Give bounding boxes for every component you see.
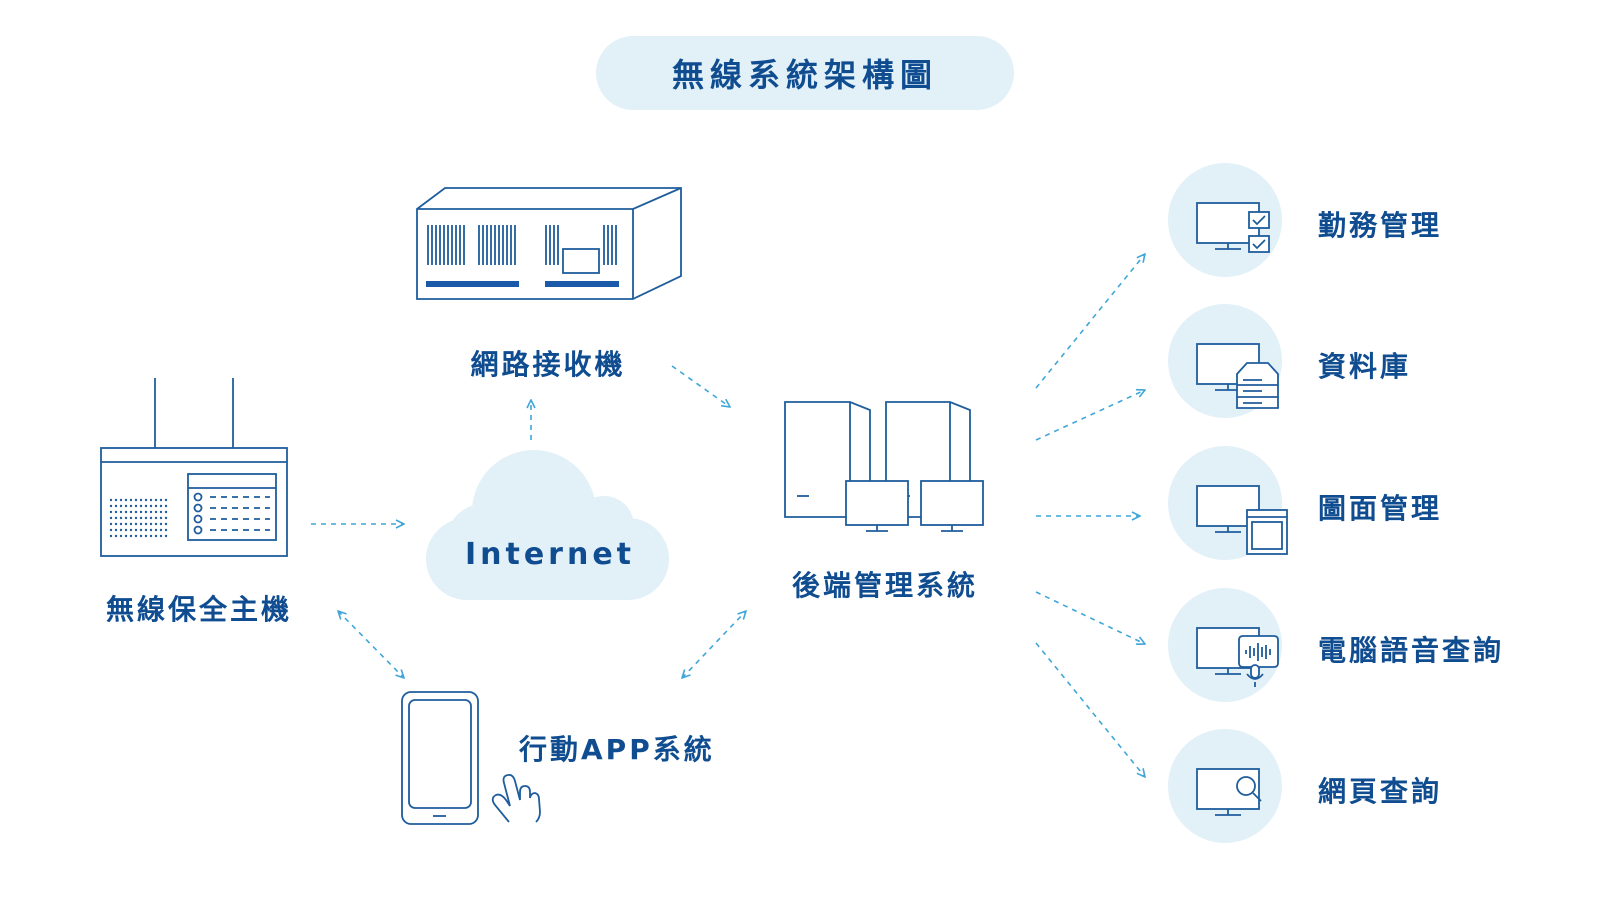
backend-label: 後端管理系統 (791, 569, 979, 602)
tapping-hand-icon (491, 773, 541, 823)
service-item-2 (1168, 304, 1282, 418)
arrow-host-mobile (338, 611, 404, 678)
arrow-mobile-backend (682, 611, 746, 678)
monitor-window-icon (1196, 485, 1288, 555)
arrow-receiver-to-backend (671, 365, 730, 407)
mobile-app-label: 行動APP系統 (519, 733, 715, 766)
title-pill: 無線系統架構圖 (596, 36, 1014, 110)
service-item-3 (1168, 446, 1288, 560)
service-item-1 (1168, 163, 1282, 277)
service-label-2: 資料庫 (1318, 350, 1412, 383)
page-title: 無線系統架構圖 (671, 56, 938, 94)
service-label-5: 網頁查詢 (1318, 775, 1443, 808)
service-label-4: 電腦語音查詢 (1318, 634, 1505, 667)
service-item-5 (1168, 729, 1282, 843)
monitor-database-icon (1196, 343, 1279, 409)
arrow-backend-to-service-1 (1035, 254, 1145, 389)
arrow-backend-to-service-2 (1035, 390, 1145, 441)
internet-label: Internet (464, 537, 636, 572)
mobile-phone-icon (401, 691, 479, 825)
arrow-backend-to-service-5 (1035, 642, 1145, 777)
service-item-4 (1168, 588, 1282, 702)
monitor-checklist-icon (1196, 202, 1270, 253)
network-receiver-icon (416, 187, 682, 300)
security-host-label: 無線保全主機 (105, 593, 293, 626)
monitor-search-icon (1196, 768, 1262, 816)
monitor-voice-icon (1196, 627, 1279, 687)
connectors (311, 254, 1145, 777)
arrow-backend-to-service-4 (1035, 591, 1145, 644)
service-label-1: 勤務管理 (1318, 209, 1443, 242)
backend-servers-icon (784, 401, 984, 532)
network-receiver-label: 網路接收機 (470, 348, 626, 381)
service-label-3: 圖面管理 (1318, 492, 1443, 525)
cloud-icon (426, 450, 669, 600)
security-host-icon (100, 378, 288, 557)
